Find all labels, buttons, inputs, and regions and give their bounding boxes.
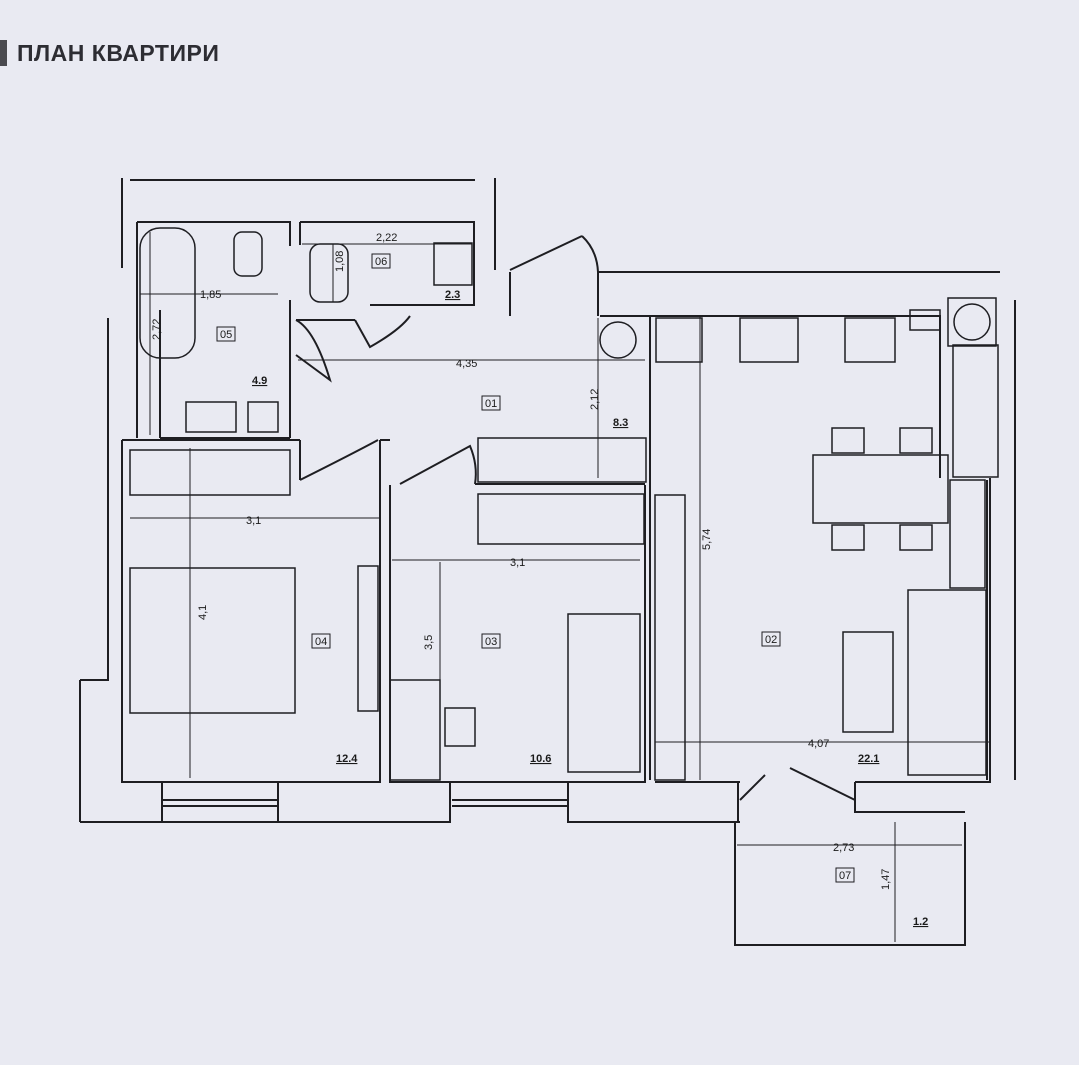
outer-bottom-right <box>567 782 739 823</box>
door-05 <box>295 319 332 383</box>
wall-room-03 <box>389 485 646 783</box>
washer-icon <box>185 401 237 433</box>
room-02-id: 02 <box>765 634 777 646</box>
plan-header: ПЛАН КВАРТИРИ <box>0 38 219 68</box>
room-05-area: 4.9 <box>252 375 267 387</box>
window-04 <box>161 782 278 822</box>
room-02-area: 22.1 <box>858 753 879 765</box>
chair-icon <box>831 524 865 551</box>
window-03 <box>449 782 568 822</box>
balcony-door <box>739 767 856 801</box>
wall-kitchen-top <box>650 315 941 478</box>
plan-title: ПЛАН КВАРТИРИ <box>17 39 220 66</box>
heater-dial-icon <box>953 303 991 341</box>
wall-room-02 <box>655 478 991 783</box>
room-01-area: 8.3 <box>613 417 628 429</box>
bathtub-icon <box>139 227 196 359</box>
room-07-area: 1.2 <box>913 916 928 928</box>
dim-05-width: 1,85 <box>200 289 221 301</box>
chair-03 <box>444 707 476 747</box>
room-07-id: 07 <box>839 870 851 882</box>
room-03-area: 10.6 <box>530 753 551 765</box>
dim-04-width: 3,1 <box>246 515 261 527</box>
entry-door <box>509 235 599 273</box>
wardrobe-04-top <box>129 449 291 496</box>
fridge-icon <box>655 317 703 363</box>
room-06-area: 2.3 <box>445 289 460 301</box>
dim-02-width: 4,07 <box>808 738 829 750</box>
dim-06-height: 1,08 <box>334 251 346 272</box>
dim-02-height: 5,74 <box>701 529 713 550</box>
dim-07-height: 1,47 <box>880 869 892 890</box>
outer-bottom-mid <box>277 782 451 823</box>
chair-icon <box>899 524 933 551</box>
dim-03-width: 3,1 <box>510 557 525 569</box>
dim-07-width: 2,73 <box>833 842 854 854</box>
sofa-icon <box>907 589 987 776</box>
chair-icon <box>899 427 933 454</box>
dim-01-width: 4,35 <box>456 358 477 370</box>
wardrobe-04 <box>357 565 379 712</box>
chair-icon <box>831 427 865 454</box>
door-06 <box>354 315 411 349</box>
room-01-id: 01 <box>485 398 497 410</box>
room-05-id: 05 <box>220 329 232 341</box>
bed-03 <box>567 613 641 773</box>
room-03-id: 03 <box>485 636 497 648</box>
room-04-id: 04 <box>315 636 327 648</box>
boiler-icon <box>599 321 637 359</box>
room-04-area: 12.4 <box>336 753 358 765</box>
sink-06-icon <box>433 242 473 286</box>
dining-table <box>812 454 949 524</box>
wall-bath-top <box>137 221 475 306</box>
dim-03-height: 3,5 <box>423 635 435 650</box>
desk-03 <box>389 679 441 781</box>
room-06-id: 06 <box>375 256 387 268</box>
shelf-icon <box>949 479 986 589</box>
door-03 <box>399 444 477 485</box>
hob-icon <box>844 317 896 363</box>
bed-04 <box>129 567 296 714</box>
outer-balcony-right <box>854 782 965 813</box>
dim-06-width: 2,22 <box>376 232 397 244</box>
utility-cabinet <box>952 344 999 478</box>
header-bar <box>0 40 7 66</box>
dim-05-height: 2,72 <box>151 319 163 340</box>
oven-icon <box>739 317 799 363</box>
door-04 <box>299 439 379 481</box>
wall-room-04 <box>121 439 381 783</box>
dim-01-height: 2,12 <box>589 389 601 410</box>
sink-kitchen-icon <box>909 309 941 331</box>
coffee-table <box>842 631 894 733</box>
wardrobe-01 <box>477 437 647 483</box>
heater-icon <box>947 297 997 347</box>
dim-04-height: 4,1 <box>197 605 209 620</box>
wall-balcony <box>734 822 966 946</box>
outer-left-wall <box>79 318 278 823</box>
wardrobe-03 <box>477 493 645 545</box>
wardrobe-02 <box>654 494 686 781</box>
sink-icon <box>247 401 279 433</box>
toilet-icon <box>233 231 263 277</box>
